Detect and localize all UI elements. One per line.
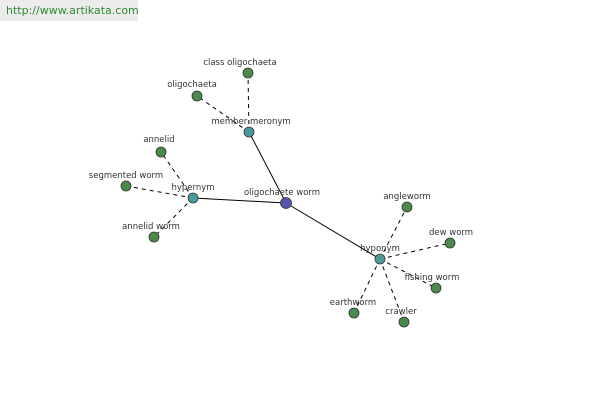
node-hyponym[interactable] bbox=[374, 253, 386, 265]
node-annelid-worm[interactable] bbox=[148, 231, 160, 243]
label-member-meronym: member meronym bbox=[211, 117, 290, 127]
edge-hyponym-fishing-worm bbox=[379, 258, 437, 289]
label-earthworm: earthworm bbox=[330, 298, 376, 308]
label-fishing-worm: fishing worm bbox=[405, 273, 460, 283]
edge-hypernym-annelid-worm bbox=[153, 197, 194, 238]
node-dew-worm[interactable] bbox=[444, 237, 456, 249]
edge-hypernym-segmented-worm bbox=[125, 185, 194, 199]
node-hypernym[interactable] bbox=[187, 192, 199, 204]
label-hypernym: hypernym bbox=[171, 183, 214, 193]
source-url[interactable]: http://www.artikata.com bbox=[0, 0, 139, 21]
label-class-oligochaeta: class oligochaeta bbox=[203, 58, 276, 68]
node-crawler[interactable] bbox=[398, 316, 410, 328]
label-annelid-worm: annelid worm bbox=[122, 222, 180, 232]
edge-center-hypernym bbox=[192, 197, 287, 204]
label-angleworm: angleworm bbox=[383, 192, 430, 202]
edge-hyponym-dew-worm bbox=[379, 242, 451, 260]
edge-hyponym-crawler bbox=[379, 258, 405, 323]
node-fishing-worm[interactable] bbox=[430, 282, 442, 294]
label-center: oligochaete worm bbox=[244, 188, 320, 198]
label-annelid: annelid bbox=[143, 135, 174, 145]
label-oligochaeta: oligochaeta bbox=[167, 80, 217, 90]
edge-hyponym-angleworm bbox=[379, 206, 408, 260]
edge-member-meronym-oligochaeta bbox=[196, 95, 250, 133]
node-center[interactable] bbox=[280, 197, 292, 209]
label-crawler: crawler bbox=[385, 307, 417, 317]
edge-center-member-meronym bbox=[248, 131, 287, 204]
node-class-oligochaeta[interactable] bbox=[242, 67, 254, 79]
edge-member-meronym-class-oligochaeta bbox=[247, 72, 250, 133]
label-segmented-worm: segmented worm bbox=[89, 171, 163, 181]
node-annelid[interactable] bbox=[155, 146, 167, 158]
label-hyponym: hyponym bbox=[360, 244, 400, 254]
node-segmented-worm[interactable] bbox=[120, 180, 132, 192]
node-member-meronym[interactable] bbox=[243, 126, 255, 138]
edge-hyponym-earthworm bbox=[353, 258, 381, 314]
node-angleworm[interactable] bbox=[401, 201, 413, 213]
node-oligochaeta[interactable] bbox=[191, 90, 203, 102]
node-earthworm[interactable] bbox=[348, 307, 360, 319]
edge-center-hyponym bbox=[285, 202, 381, 260]
edge-hypernym-annelid bbox=[160, 151, 194, 199]
label-dew-worm: dew worm bbox=[429, 228, 473, 238]
